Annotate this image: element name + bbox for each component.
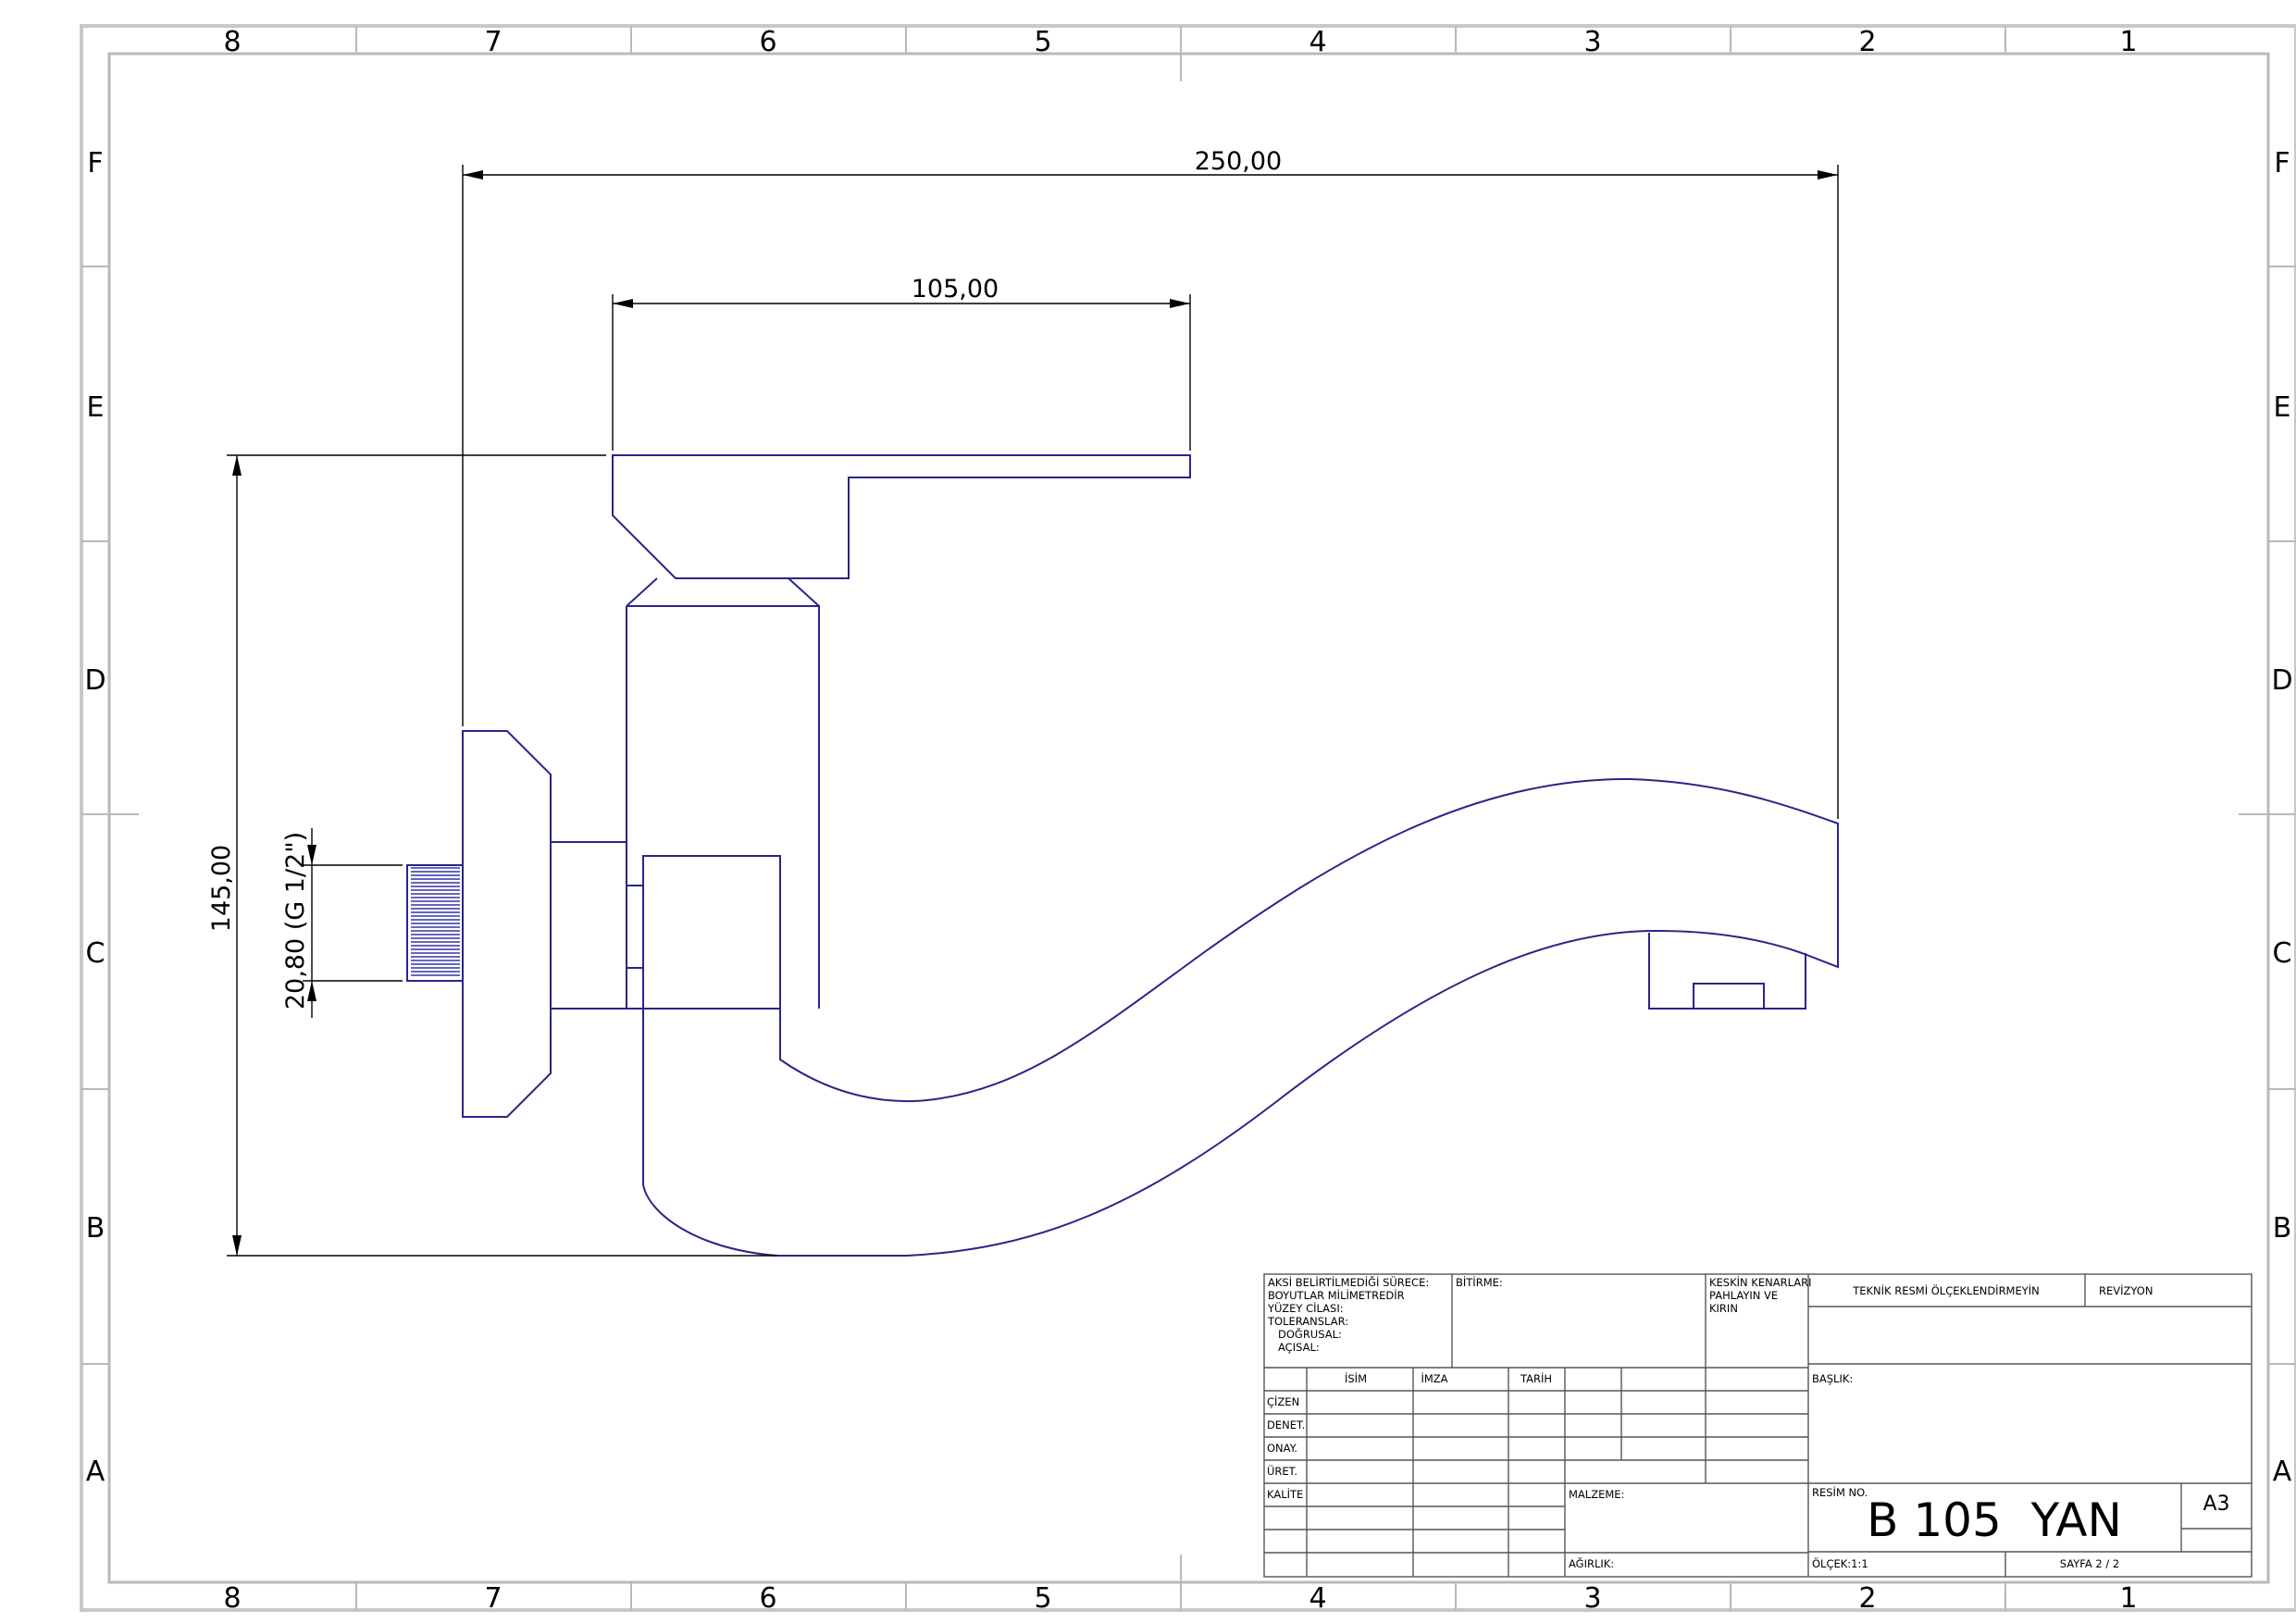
header-name: İSİM (1345, 1371, 1367, 1385)
zone-col-2: 2 (1858, 26, 1876, 58)
zone-row-d: D (84, 664, 105, 697)
dimension-lever-length: 105,00 (612, 275, 1191, 451)
note-line-6: AÇISAL: (1278, 1341, 1320, 1354)
zone-row-a: A (86, 1456, 105, 1488)
note-line-5: DOĞRUSAL: (1278, 1327, 1342, 1341)
lever-handle (612, 454, 1191, 579)
row-approved: ONAY. (1267, 1442, 1297, 1455)
revision-label: REVİZYON (2099, 1283, 2153, 1297)
drawing-no-label: RESİM NO. (1812, 1485, 1868, 1499)
scale-label: ÖLÇEK:1:1 (1812, 1555, 1868, 1570)
note-line-4: TOLERANSLAR: (1267, 1315, 1348, 1328)
zone-col-8: 8 (223, 26, 241, 58)
zone-col-4: 4 (1309, 26, 1326, 58)
connector-nut (550, 841, 627, 1009)
header-signature: İMZA (1421, 1371, 1447, 1385)
zone-labels-top: 8 7 6 5 4 3 2 1 (223, 26, 2137, 58)
title-block: AKSİ BELİRTİLMEDİĞİ SÜRECE: BOYUTLAR MİL… (1263, 1273, 2253, 1578)
weight-label: AĞIRLIK: (1569, 1556, 1614, 1570)
deburr-line-1: KESKİN KENARLARI (1709, 1275, 1812, 1289)
sheet-number: SAYFA 2 / 2 (2060, 1557, 2119, 1570)
aerator (1648, 933, 1806, 1010)
zone-col-1: 1 (2119, 26, 2137, 58)
zone-col-5-bottom: 5 (1034, 1582, 1051, 1615)
zone-row-c: C (86, 937, 105, 970)
zone-col-6: 6 (759, 26, 776, 58)
material-label: MALZEME: (1569, 1488, 1624, 1501)
faucet-side-view (406, 454, 1839, 1257)
dim-250: 250,00 (1195, 147, 1282, 176)
inner-border (107, 52, 2270, 1584)
thread-lines (411, 867, 460, 976)
zone-row-e-right: E (2274, 391, 2291, 424)
zone-col-1-bottom: 1 (2119, 1582, 2137, 1615)
aerator-insert (1693, 983, 1765, 1010)
zone-column-ticks (109, 26, 2268, 1610)
dim-105: 105,00 (912, 275, 999, 304)
note-line-2: BOYUTLAR MİLİMETREDİR (1268, 1288, 1405, 1302)
dimension-overall-length: 250,00 (462, 147, 1839, 819)
zone-col-6-bottom: 6 (759, 1582, 776, 1615)
spout (642, 777, 1839, 1257)
zone-row-f: F (87, 147, 103, 180)
finish-label: BİTİRME: (1456, 1275, 1503, 1289)
zone-labels-right: F E D C B A (2271, 147, 2292, 1488)
row-quality: KALİTE (1267, 1487, 1303, 1501)
zone-col-8-bottom: 8 (223, 1582, 241, 1615)
outer-border (80, 24, 2296, 1612)
dimension-height: 145,00 (207, 454, 777, 1257)
header-date: TARİH (1520, 1371, 1552, 1385)
zone-row-e: E (87, 391, 105, 424)
zone-col-5: 5 (1034, 26, 1051, 58)
zone-col-3-bottom: 3 (1583, 1582, 1601, 1615)
deburr-line-3: KIRIN (1709, 1302, 1738, 1315)
cartridge-collar (626, 885, 644, 969)
note-line-1: AKSİ BELİRTİLMEDİĞİ SÜRECE: (1268, 1274, 1429, 1289)
do-not-scale-note: TEKNİK RESMİ ÖLÇEKLENDİRMEYİN (1852, 1282, 2040, 1297)
zone-row-f-right: F (2274, 147, 2290, 180)
row-manufactured: ÜRET. (1267, 1463, 1297, 1478)
drawing-number: B 105 YAN (1867, 1493, 2122, 1547)
zone-col-7-bottom: 7 (484, 1582, 502, 1615)
zone-labels-bottom: 8 7 6 5 4 3 2 1 (223, 1582, 2137, 1615)
zone-col-3: 3 (1583, 26, 1601, 58)
deburr-line-2: PAHLAYIN VE (1709, 1289, 1778, 1302)
zone-col-4-bottom: 4 (1309, 1582, 1326, 1615)
dim-145: 145,00 (207, 845, 236, 932)
zone-row-b: B (86, 1212, 105, 1245)
cartridge-block (642, 855, 781, 1010)
title-label: BAŞLIK: (1812, 1372, 1853, 1385)
zone-col-2-bottom: 2 (1858, 1582, 1876, 1615)
zone-row-c-right: C (2273, 937, 2292, 970)
dim-thread: 20,80 (G 1/2") (281, 832, 310, 1010)
row-drawn: ÇİZEN (1267, 1394, 1299, 1408)
zone-labels-left: F E D C B A (84, 147, 105, 1488)
threaded-inlet (406, 864, 464, 982)
note-line-3: YÜZEY CİLASI: (1267, 1300, 1344, 1315)
zone-row-b-right: B (2273, 1212, 2292, 1245)
row-checked: DENET. (1267, 1419, 1305, 1431)
zone-row-d-right: D (2271, 664, 2292, 697)
zone-row-ticks (81, 266, 2296, 1365)
wall-flange (462, 730, 552, 1118)
zone-col-7: 7 (484, 26, 502, 58)
body-right-edge (627, 605, 820, 1009)
dimension-thread: 20,80 (G 1/2") (281, 828, 403, 1018)
zone-row-a-right: A (2273, 1456, 2292, 1488)
body-chamfer (626, 577, 820, 607)
sheet-size: A3 (2203, 1493, 2229, 1516)
